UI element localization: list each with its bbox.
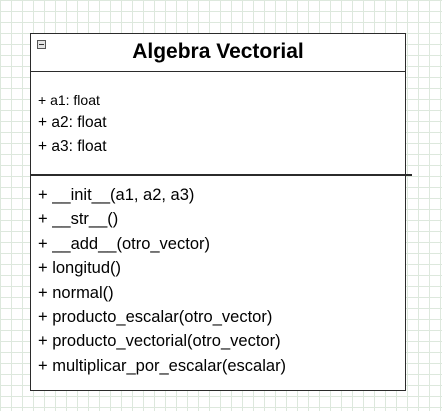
uml-class-box[interactable]: Algebra Vectorial + a1: float + a2: floa… xyxy=(30,33,412,391)
attribute-item: + a1: float xyxy=(38,92,100,108)
method-item: + __init__(a1, a2, a3) xyxy=(38,186,195,204)
attribute-item: + a3: float xyxy=(38,138,107,155)
methods-section: + __init__(a1, a2, a3) + __str__() + __a… xyxy=(38,183,286,378)
attributes-section: + a1: float + a2: float + a3: float xyxy=(38,89,107,159)
method-item: + __str__() xyxy=(38,210,119,229)
class-name: Algebra Vectorial xyxy=(132,40,304,63)
section-divider xyxy=(31,174,412,176)
method-item: + producto_vectorial(otro_vector) xyxy=(38,332,281,351)
method-item: + multiplicar_por_escalar(escalar) xyxy=(38,356,287,375)
method-item: + normal() xyxy=(38,283,114,302)
collapse-toggle-icon[interactable] xyxy=(37,40,46,49)
method-item: + __add__(otro_vector) xyxy=(38,234,210,253)
method-item: + longitud() xyxy=(38,259,122,278)
method-item: + producto_escalar(otro_vector) xyxy=(38,308,273,327)
class-header: Algebra Vectorial xyxy=(31,34,405,72)
attribute-item: + a2: float xyxy=(38,114,107,131)
